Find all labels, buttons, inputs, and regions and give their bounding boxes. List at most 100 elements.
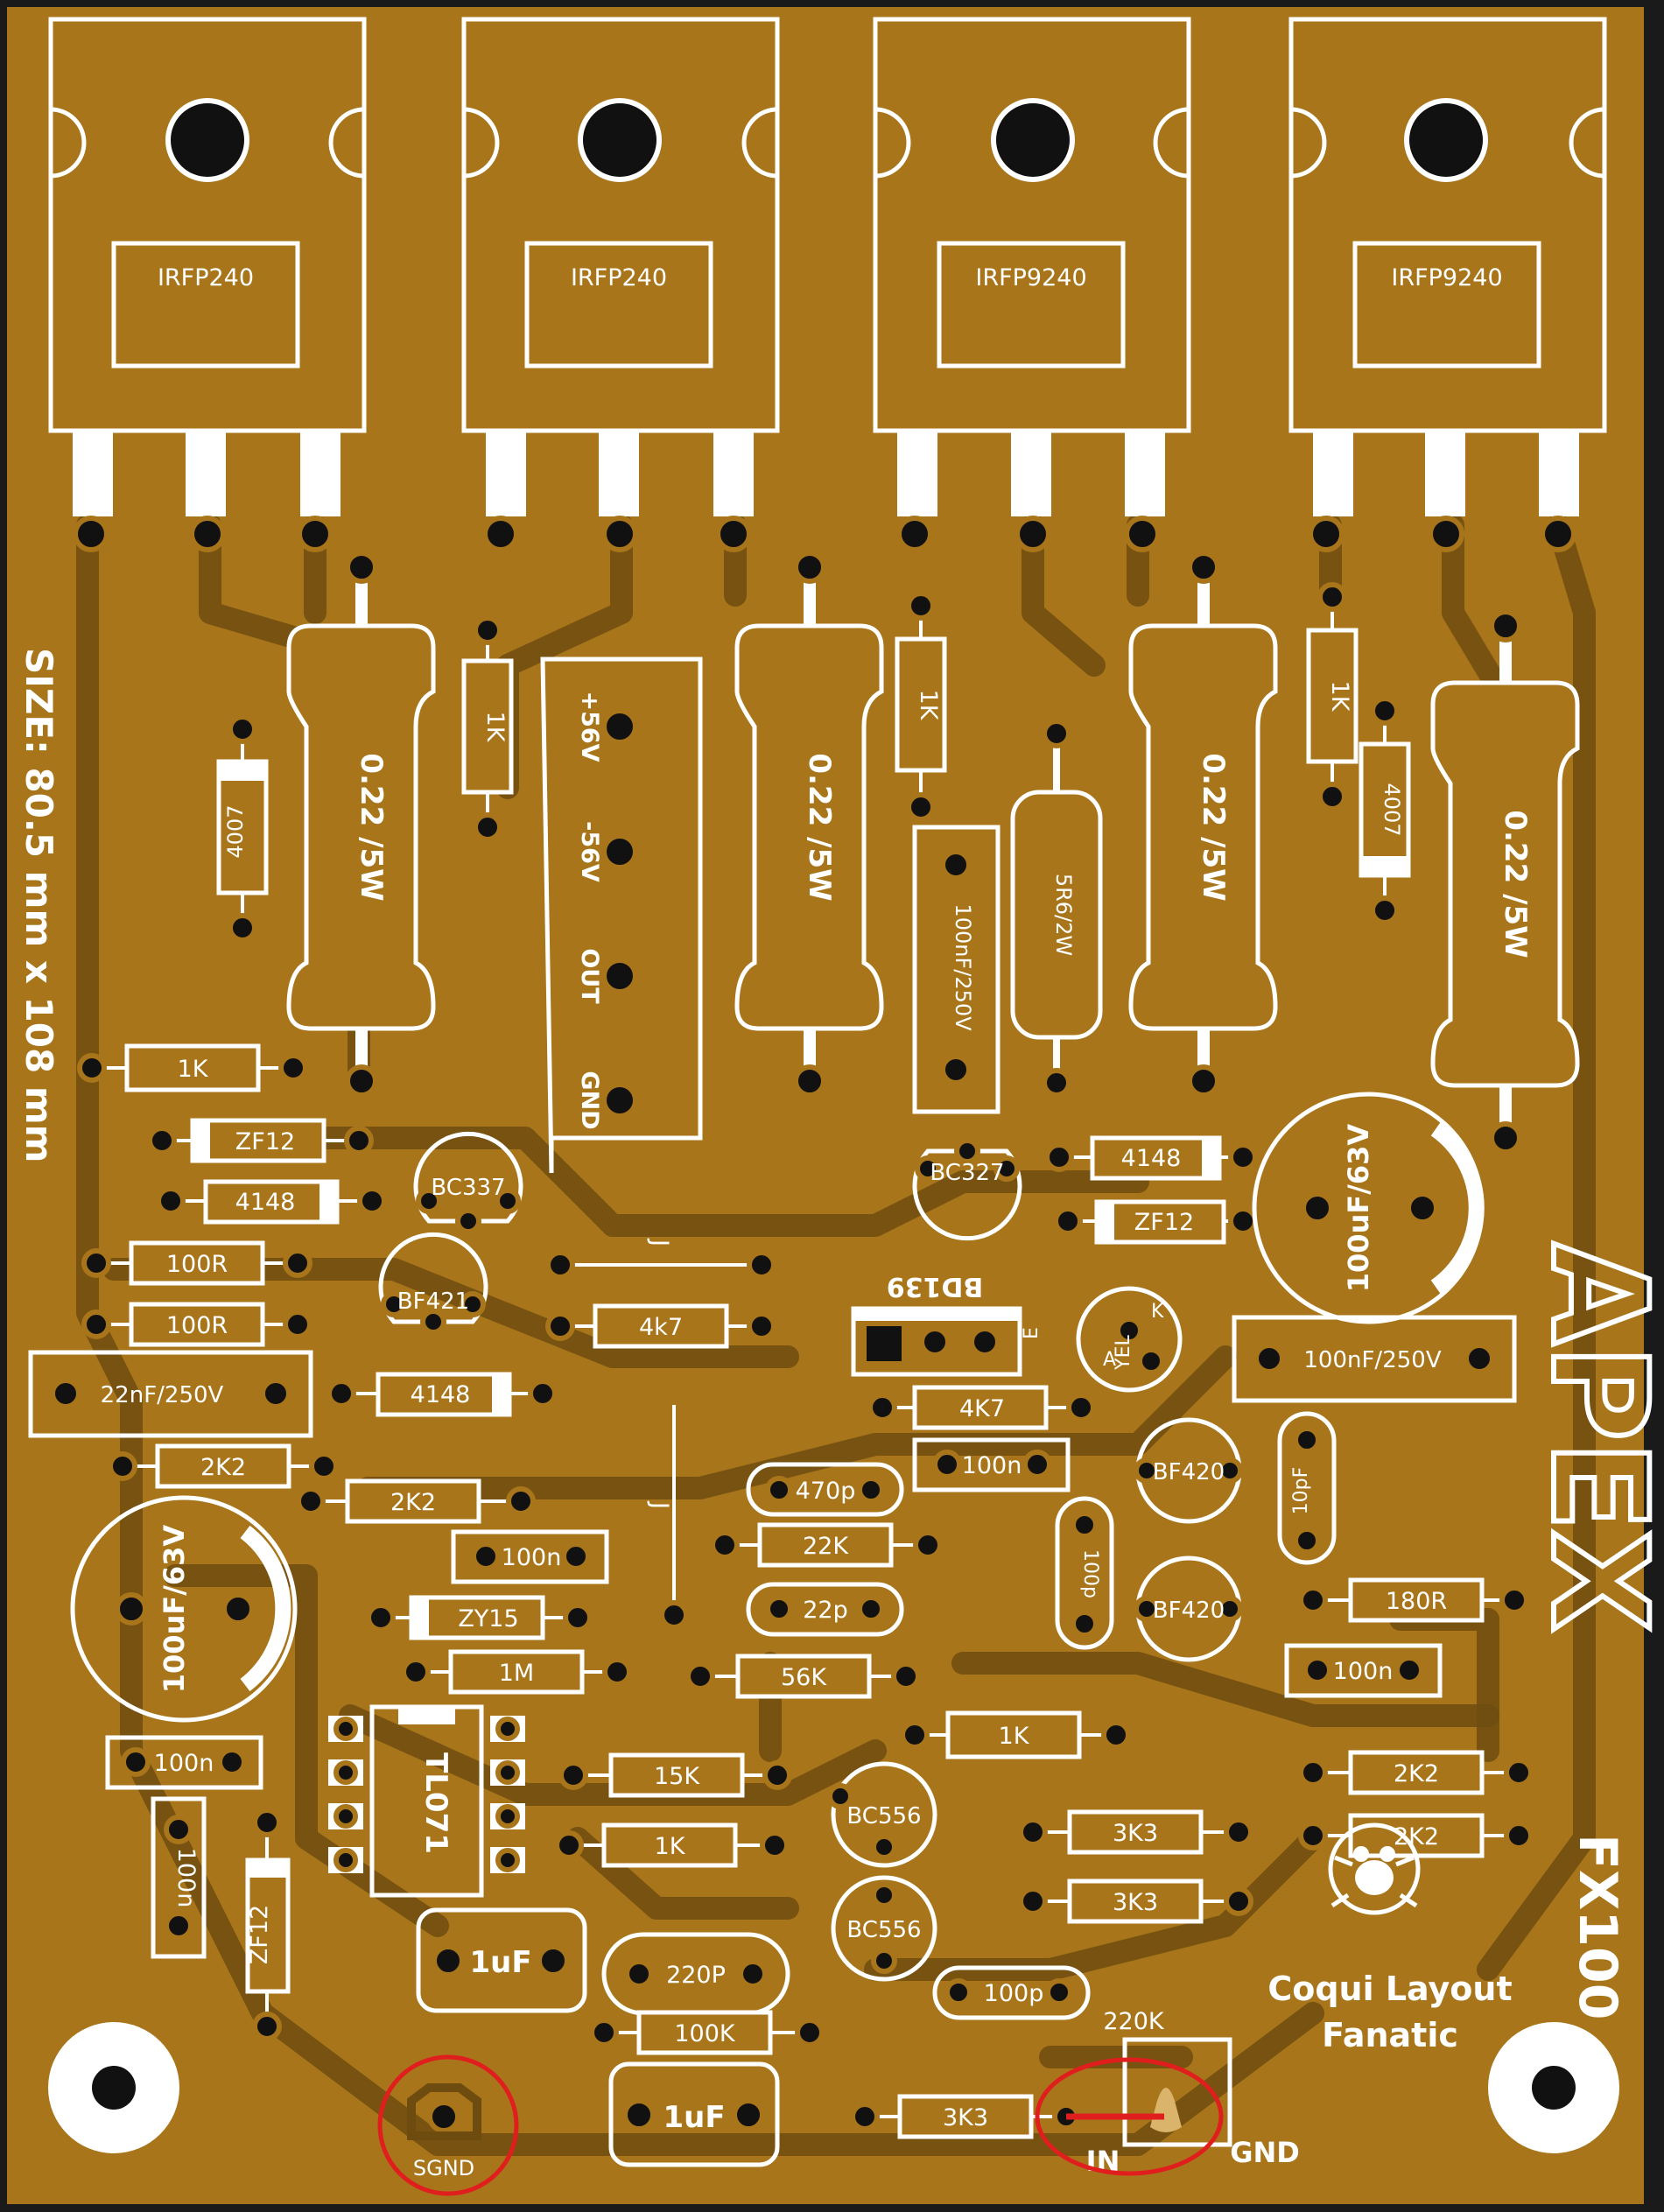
cap-100n-e: 100n xyxy=(151,1796,207,1959)
resistor-1k-v3: 1K xyxy=(1306,582,1359,811)
r2k2-d-label: 2K2 xyxy=(1394,1823,1439,1850)
zf12-a-label: ZF12 xyxy=(235,1128,295,1155)
zener-zy15: ZY15 xyxy=(366,1595,593,1640)
bf421-label: BF421 xyxy=(397,1289,469,1315)
r22k-label: 22K xyxy=(803,1533,849,1560)
bd139-e-label: E xyxy=(1021,1327,1043,1339)
diode-4148-c: 4148 xyxy=(326,1372,558,1417)
resistor-22k: 22K xyxy=(710,1522,943,1568)
elec-b-label: 100uF/63V xyxy=(158,1525,191,1694)
cap-22p: 22p xyxy=(746,1582,904,1637)
c100n-d-label: 100n xyxy=(154,1750,214,1777)
jumper-j-label: J xyxy=(646,1238,673,1246)
resistor-1k-h2: 1K xyxy=(900,1710,1131,1759)
r4k7-b-label: 4K7 xyxy=(959,1395,1005,1422)
cap-100n-a: 100n xyxy=(912,1437,1071,1492)
bf420-b-label: BF420 xyxy=(1153,1598,1225,1624)
d4148-c-label: 4148 xyxy=(411,1381,471,1408)
r1m-label: 1M xyxy=(499,1660,534,1687)
resistor-100k: 100K xyxy=(589,2010,825,2055)
resistor-1k-h3: 1K xyxy=(554,1822,790,1868)
r2k2-c-label: 2K2 xyxy=(1394,1760,1439,1787)
gnd-in-label: GND xyxy=(1230,2136,1300,2169)
transistor-q4-label: IRFP9240 xyxy=(1391,264,1502,291)
led-k-label: K xyxy=(1151,1301,1164,1323)
r2k2-b-label: 2K2 xyxy=(390,1489,436,1516)
transistor-bc327: BC327 xyxy=(912,1138,1022,1241)
resistor-2k2-b: 2K2 xyxy=(296,1478,536,1524)
board-size-text: SIZE: 80.5 mm x 108 mm xyxy=(18,648,60,1162)
input-connector: 220K IN GND xyxy=(1052,2008,1300,2178)
r1k-v3-label: 1K xyxy=(1326,681,1353,713)
r100k-label: 100K xyxy=(674,2020,736,2047)
zener-zf12-a: ZF12 xyxy=(147,1118,374,1163)
r56k-label: 56K xyxy=(781,1664,827,1691)
resistor-100r-b: 100R xyxy=(81,1302,312,1347)
led-yellow: A YEL K xyxy=(1076,1286,1183,1393)
transistor-q1-label: IRFP240 xyxy=(158,264,254,291)
transistor-bc556-b: BC556 xyxy=(831,1875,937,1982)
r1k-v2-label: 1K xyxy=(915,690,942,721)
c10pf-label: 10pF xyxy=(1290,1467,1312,1515)
transistor-bf420-b: BF420 xyxy=(1134,1555,1243,1662)
cap-100nf-250v-a: 100nF/250V xyxy=(912,825,1001,1114)
power-resistor-1-label: 0.22 /5W xyxy=(354,753,389,901)
resistor-4k7-a: 4k7 xyxy=(545,1303,776,1349)
power-resistor-2: 0.22 /5W xyxy=(734,551,884,1098)
r100r-a-label: 100R xyxy=(166,1251,228,1278)
bc327-label: BC327 xyxy=(930,1160,1004,1186)
r3k3-c-label: 3K3 xyxy=(943,2104,988,2131)
d4148-a-label: 4148 xyxy=(235,1189,296,1216)
power-resistor-1: 0.22 /5W xyxy=(286,551,436,1098)
frog-logo-icon xyxy=(1328,1822,1421,1915)
resistor-180r: 180R xyxy=(1298,1577,1529,1623)
terminal-plus-label: +56V xyxy=(576,691,603,762)
resistor-1k-v2: 1K xyxy=(895,591,947,822)
transistor-q3: IRFP9240 xyxy=(873,17,1191,552)
bf420-a-label: BF420 xyxy=(1153,1459,1225,1485)
transistor-bc556-a: BC556 xyxy=(827,1761,937,1868)
c100n-a-label: 100n xyxy=(962,1452,1022,1479)
r3k3-a-label: 3K3 xyxy=(1113,1820,1158,1847)
cap-100nf-250v-b: 100nF/250V xyxy=(1232,1315,1517,1403)
d4148-b-label: 4148 xyxy=(1121,1145,1182,1172)
c100p-a-label: 100p xyxy=(1079,1549,1101,1598)
cap-1uf-b: 1uF xyxy=(608,2061,780,2167)
c1uf-b-label: 1uF xyxy=(663,2100,725,2135)
c100n-c-label: 100n xyxy=(1333,1658,1394,1685)
resistor-3k3-b: 3K3 xyxy=(1018,1878,1253,1924)
cap-100nf-b-label: 100nF/250V xyxy=(1303,1347,1441,1373)
transistor-q3-label: IRFP9240 xyxy=(975,264,1086,291)
credit-line-1: Coqui Layout xyxy=(1267,1970,1512,2008)
c100p-b-label: 100p xyxy=(984,1980,1044,2007)
resistor-1k-h1: 1K xyxy=(77,1043,308,1092)
transistor-bd139: BD139 E xyxy=(851,1271,1043,1377)
resistor-2k2-d: 2K2 xyxy=(1298,1813,1534,1858)
sgnd-highlight-circle xyxy=(377,2054,519,2196)
cap22n-label: 22nF/250V xyxy=(101,1382,224,1408)
power-resistor-4-label: 0.22 /5W xyxy=(1498,810,1533,958)
cap-1uf-a: 1uF xyxy=(416,1907,587,2013)
transistor-bf421: BF421 xyxy=(378,1232,488,1335)
zy15-label: ZY15 xyxy=(458,1605,518,1633)
credit-line-2: Fanatic xyxy=(1322,2016,1458,2054)
terminal-minus-label: -56V xyxy=(576,821,603,882)
cap-elec-a: 100uF/63V xyxy=(1252,1092,1485,1324)
led-yel-label: YEL xyxy=(1113,1334,1134,1370)
r5r6-label: 5R6/2W xyxy=(1051,874,1076,956)
elec-a-label: 100uF/63V xyxy=(1342,1124,1375,1293)
cap-100n-d: 100n xyxy=(105,1735,263,1790)
brand-apex: APEX xyxy=(1522,1243,1664,1632)
r220k-label: 220K xyxy=(1103,2008,1165,2035)
transistor-q4: IRFP9240 xyxy=(1288,17,1607,552)
c220p-label: 220P xyxy=(666,1962,726,1989)
diode-4007-a: 4007 xyxy=(216,714,269,943)
c100n-b-label: 100n xyxy=(502,1544,562,1571)
power-resistor-2-label: 0.22 /5W xyxy=(802,753,837,901)
r100r-b-label: 100R xyxy=(166,1312,228,1339)
cap-100p-b: 100p xyxy=(932,1965,1091,2020)
r3k3-b-label: 3K3 xyxy=(1113,1889,1158,1916)
c22p-label: 22p xyxy=(803,1597,848,1624)
signal-ground-pad: SGND xyxy=(407,2083,481,2180)
